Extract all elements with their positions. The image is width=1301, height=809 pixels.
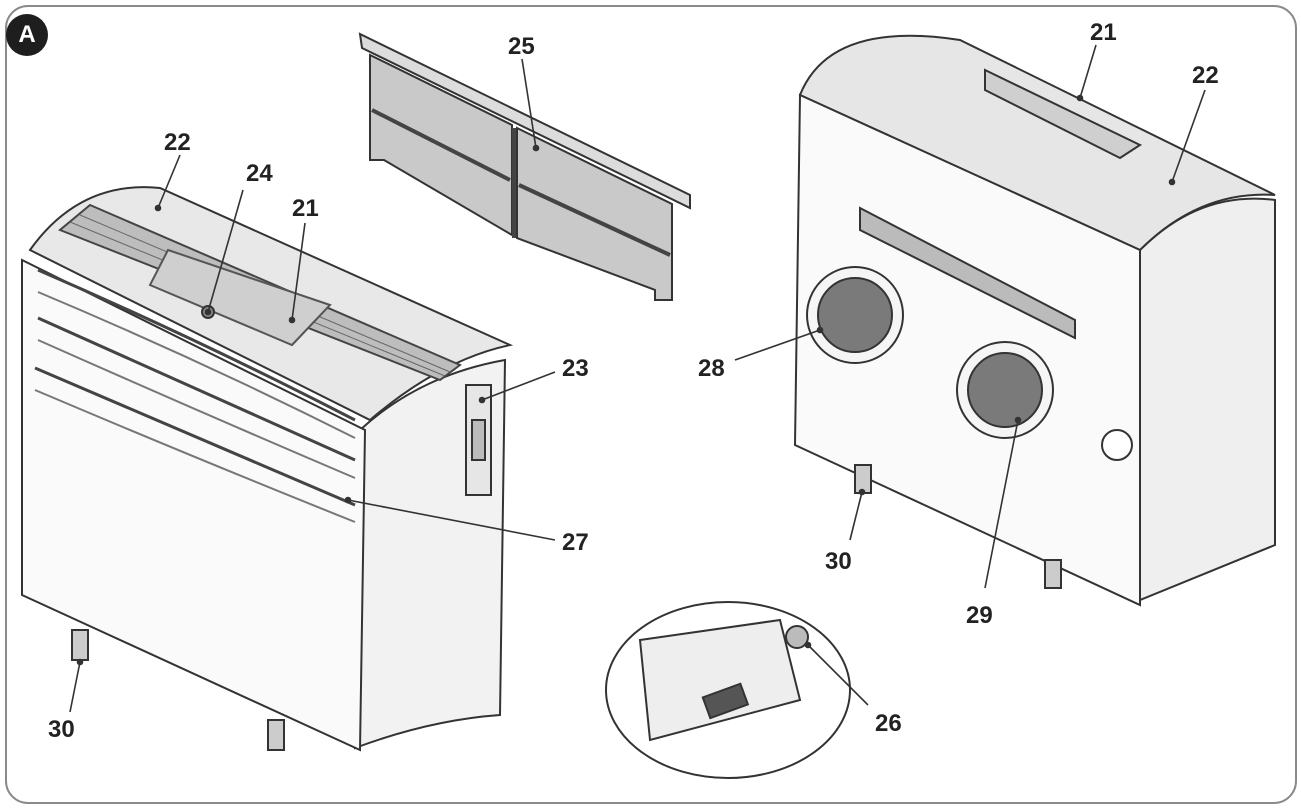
callout-21-top: 21 [1090,19,1117,46]
callout-21-left: 21 [292,195,319,222]
unit-rear-view [793,34,1276,607]
leader-lines [69,44,1206,713]
callout-26: 26 [875,710,902,737]
callout-25: 25 [508,33,535,60]
unit-front-view [21,186,514,752]
callout-30-right: 30 [825,548,852,575]
figure-badge: A [6,14,48,56]
air-filter [358,32,691,301]
callout-22-top: 22 [1192,62,1219,89]
drain-plug-detail [605,601,851,779]
callout-23: 23 [562,355,589,382]
callout-22-left: 22 [164,129,191,156]
callout-29: 29 [966,602,993,629]
callout-30-left: 30 [48,716,75,743]
callout-24: 24 [246,160,273,187]
callout-28: 28 [698,355,725,382]
callout-27: 27 [562,529,589,556]
